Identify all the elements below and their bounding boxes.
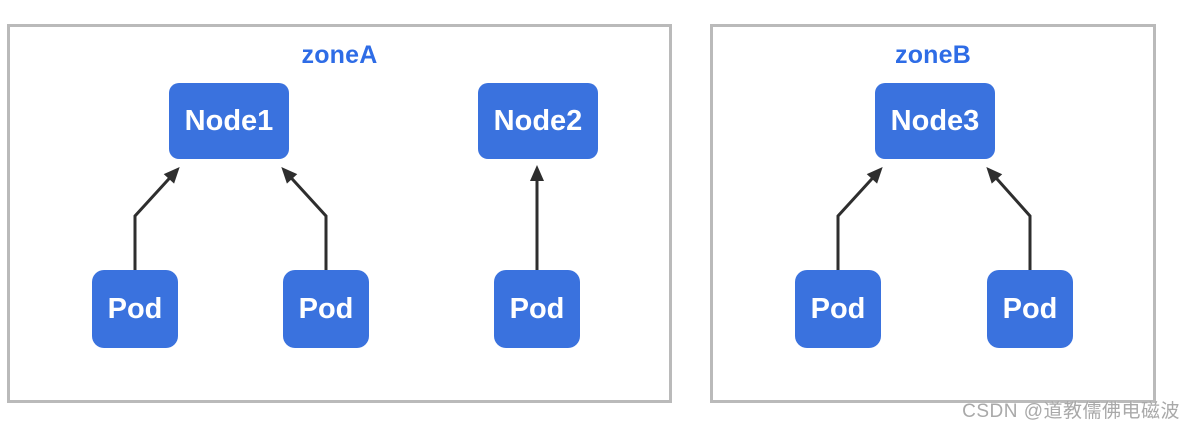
zonea-pod1-label: Pod: [107, 292, 163, 325]
node3-box: Node3: [875, 83, 995, 159]
node1-box: Node1: [169, 83, 289, 159]
zone-a-label: zoneA: [301, 41, 378, 69]
node1-label: Node1: [184, 104, 274, 137]
zonea-pod3-label: Pod: [509, 292, 565, 325]
zone-b-label: zoneB: [895, 41, 971, 69]
zonea-pod2-box: Pod: [283, 270, 369, 348]
zone-a-container: [7, 24, 672, 403]
zonea-pod3-box: Pod: [494, 270, 580, 348]
zoneb-pod1-label: Pod: [810, 292, 866, 325]
zoneb-pod2-box: Pod: [987, 270, 1073, 348]
node2-box: Node2: [478, 83, 598, 159]
zonea-pod1-box: Pod: [92, 270, 178, 348]
zonea-pod2-label: Pod: [298, 292, 354, 325]
csdn-watermark: CSDN @道教儒佛电磁波: [962, 401, 1180, 422]
zoneb-pod2-label: Pod: [1002, 292, 1058, 325]
zone-b-container: [710, 24, 1156, 403]
zoneb-pod1-box: Pod: [795, 270, 881, 348]
node3-label: Node3: [890, 104, 980, 137]
node2-label: Node2: [493, 104, 583, 137]
